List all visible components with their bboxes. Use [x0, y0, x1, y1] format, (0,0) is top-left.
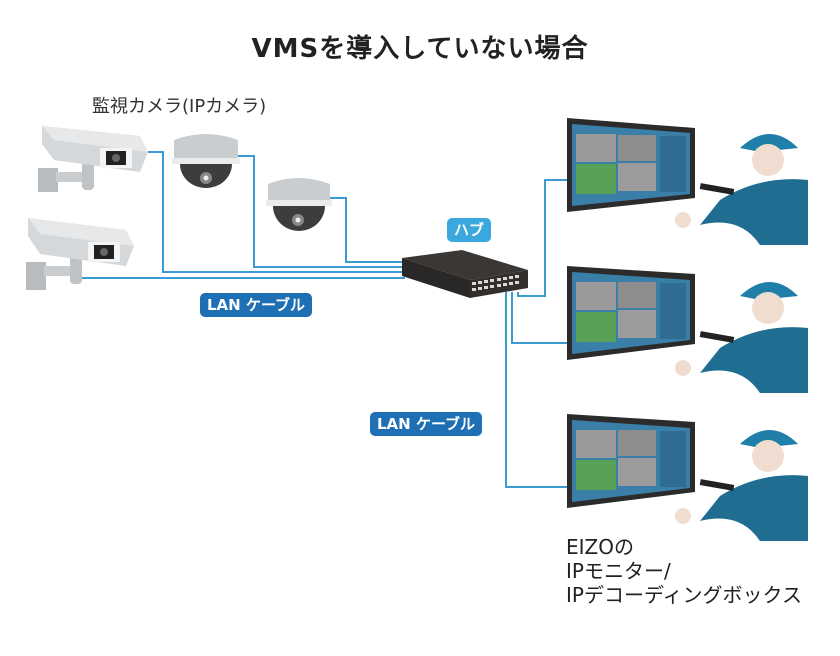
bullet-camera-1 [38, 126, 148, 192]
cable-dome-camera-2 [330, 197, 405, 263]
operator-3 [675, 430, 808, 541]
cable-bullet-camera-1 [148, 151, 405, 273]
diagram-title: VMSを導入していない場合 [251, 34, 589, 64]
monitor-caption-line-1: EIZOの [566, 535, 634, 559]
dome-camera-1 [172, 134, 240, 188]
monitor-1 [567, 118, 695, 212]
hub-label: ハブ [447, 218, 492, 242]
operator-2 [675, 282, 808, 393]
lan-cable-label-bottom: LAN ケーブル [370, 412, 483, 436]
lan-cables [82, 151, 568, 488]
cable-monitor-1 [517, 179, 568, 297]
cable-monitor-2 [511, 292, 568, 344]
dome-camera-2 [266, 178, 332, 231]
monitor-caption: EIZOの IPモニター/ IPデコーディングボックス [566, 535, 802, 607]
network-hub [402, 250, 528, 298]
operator-1 [675, 134, 808, 245]
monitor-3 [567, 414, 695, 508]
monitor-caption-line-3: IPデコーディングボックス [566, 583, 802, 607]
cable-dome-camera-1 [238, 155, 405, 268]
monitor-caption-line-2: IPモニター/ [566, 559, 671, 583]
cable-monitor-3 [505, 292, 568, 488]
monitor-2 [567, 266, 695, 360]
lan-cable-label-top: LAN ケーブル [200, 293, 313, 317]
bullet-camera-2 [26, 218, 134, 290]
camera-group-label: 監視カメラ(IPカメラ) [92, 96, 267, 117]
